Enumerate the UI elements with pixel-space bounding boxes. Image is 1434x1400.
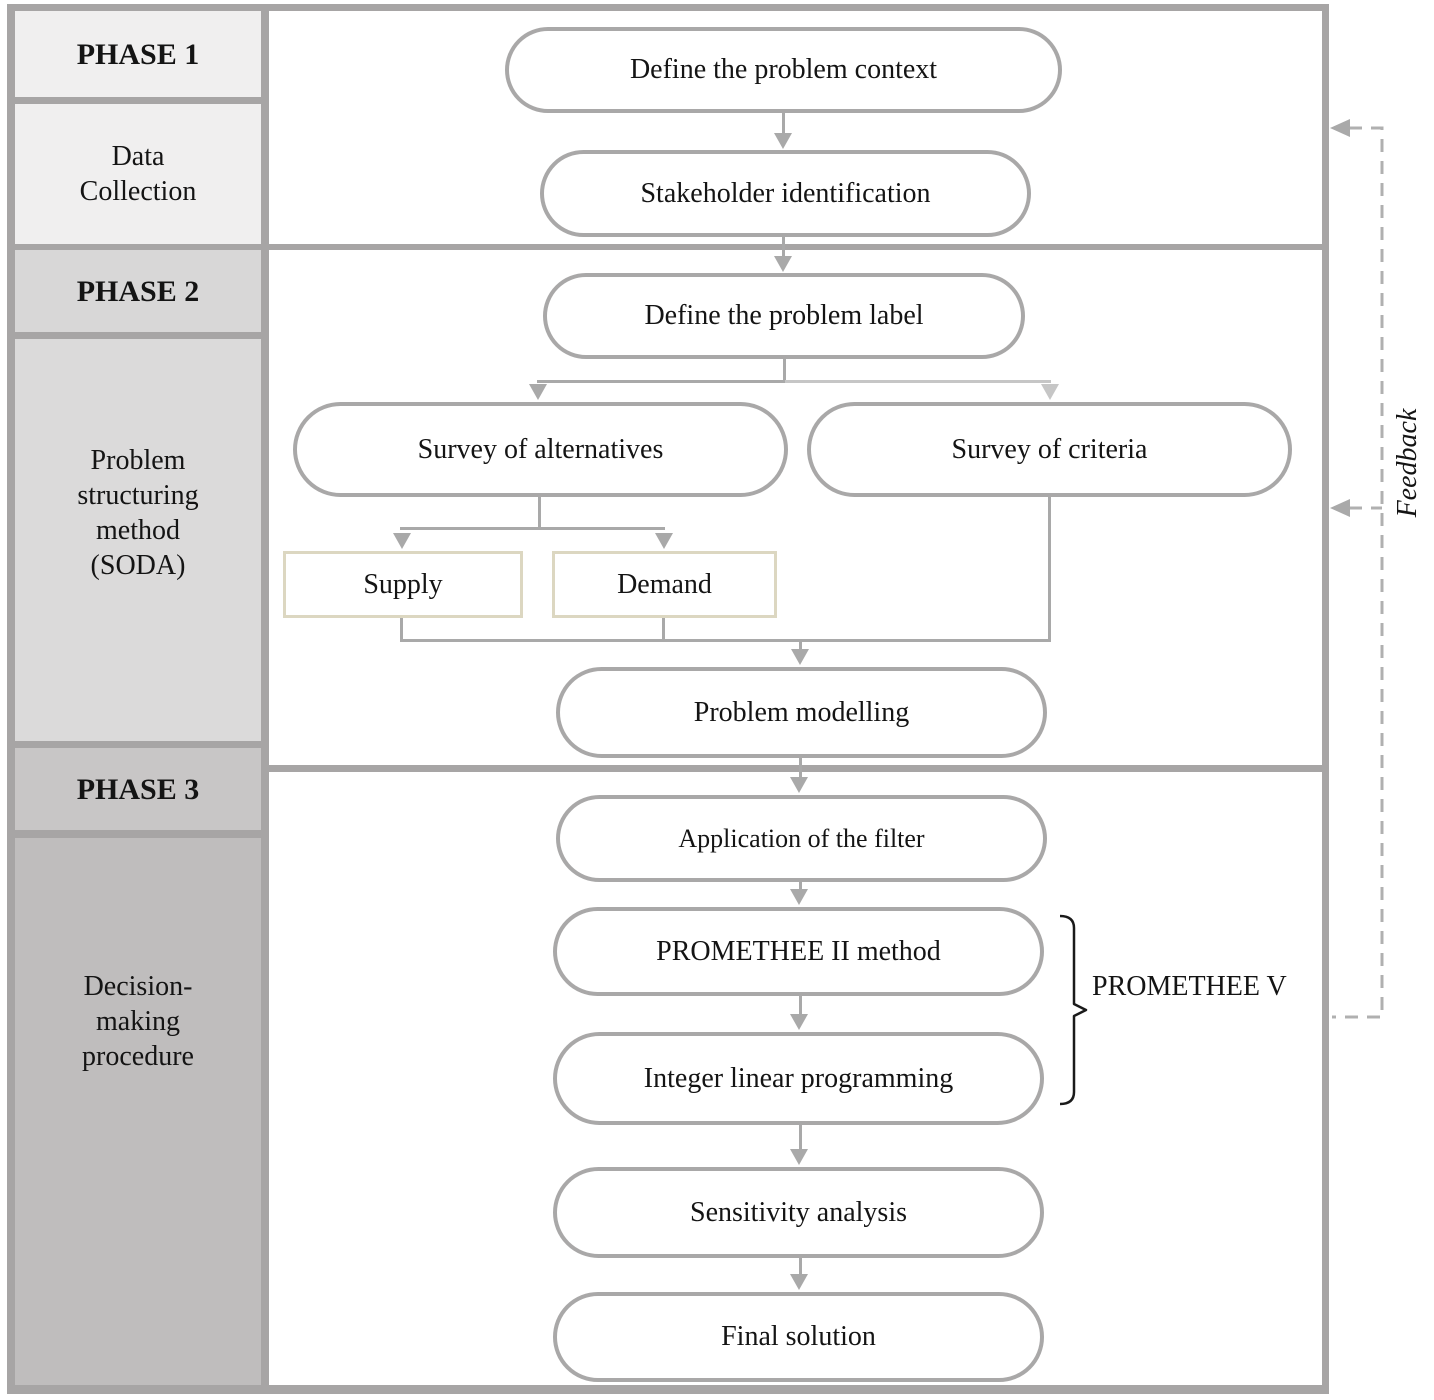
node-demand-label: Demand (617, 568, 712, 600)
node-stakeholder-label: Stakeholder identification (640, 177, 931, 209)
node-survey-alternatives-label: Survey of alternatives (417, 433, 664, 465)
phase1-phase2-divider (7, 244, 1322, 250)
node-stakeholder: Stakeholder identification (540, 150, 1031, 237)
phase3-cell-divider (7, 830, 269, 838)
connector-filter-promethee (799, 882, 802, 894)
node-sensitivity-label: Sensitivity analysis (690, 1196, 907, 1228)
connector-ilp-sensitivity (799, 1125, 802, 1151)
node-promethee2: PROMETHEE II method (553, 907, 1044, 996)
split-line-supply-demand (400, 527, 665, 530)
arrowhead-down-icon (393, 533, 411, 549)
node-define-label: Define the problem label (543, 273, 1025, 359)
phase1-cell-divider (7, 97, 269, 104)
promethee-v-brace-icon (1059, 914, 1088, 1106)
phase2-phase3-divider-left (7, 741, 269, 748)
split-line-right (785, 380, 1051, 383)
feedback-arrow-left-icon (1330, 499, 1350, 517)
soda-cell: Problem structuring method (SODA) (15, 339, 261, 741)
brace-path (1059, 914, 1088, 1106)
connector-criteria-down (1048, 497, 1051, 642)
connector-stakeholder-label (782, 237, 785, 257)
promethee-v-label: PROMETHEE V (1092, 971, 1287, 1002)
node-application-filter: Application of the filter (556, 795, 1047, 882)
node-survey-alternatives: Survey of alternatives (293, 402, 788, 497)
phase2-cell-divider (7, 332, 269, 339)
connector-label-stub (783, 358, 786, 382)
arrowhead-down-icon (774, 133, 792, 149)
data-collection-cell: Data Collection (15, 104, 261, 244)
arrowhead-down-icon (790, 889, 808, 905)
figure-right-border (1322, 4, 1329, 1394)
arrowhead-down-icon (1041, 384, 1059, 400)
phase1-header-cell: PHASE 1 (15, 11, 261, 97)
node-integer-lp: Integer linear programming (553, 1032, 1044, 1125)
figure-left-border (7, 4, 15, 1394)
feedback-arrow-left-icon (1330, 119, 1350, 137)
decision-making-cell: Decision- making procedure (15, 838, 261, 1385)
node-supply-label: Supply (363, 568, 443, 600)
arrowhead-down-icon (529, 384, 547, 400)
phase2-header-cell: PHASE 2 (15, 250, 261, 332)
node-survey-criteria: Survey of criteria (807, 402, 1292, 497)
connector-alternatives-stub (538, 497, 541, 529)
connector-sensitivity-final (799, 1258, 802, 1276)
arrowhead-down-icon (774, 256, 792, 272)
node-problem-modelling-label: Problem modelling (693, 696, 910, 728)
soda-label: Problem structuring method (SODA) (77, 444, 199, 581)
phase2-header-label: PHASE 2 (76, 274, 200, 308)
connector-merge-stub (799, 639, 802, 651)
split-line-left (537, 380, 785, 383)
node-sensitivity: Sensitivity analysis (553, 1167, 1044, 1258)
node-define-context-label: Define the problem context (629, 54, 938, 85)
feedback-loop (1330, 119, 1384, 1019)
figure-top-border (7, 4, 1329, 11)
arrowhead-down-icon (655, 533, 673, 549)
phase1-header-label: PHASE 1 (76, 37, 200, 71)
data-collection-label: Data Collection (79, 141, 197, 207)
merge-line (400, 639, 1051, 642)
connector-modelling-filter (799, 758, 802, 780)
node-promethee2-label: PROMETHEE II method (656, 935, 941, 967)
connector-demand-down (662, 618, 665, 642)
connector-promethee-ilp (799, 996, 802, 1016)
phase3-header-cell: PHASE 3 (15, 748, 261, 830)
node-application-filter-label: Application of the filter (678, 823, 925, 853)
node-problem-modelling: Problem modelling (556, 667, 1047, 758)
node-final-solution: Final solution (553, 1292, 1044, 1382)
node-survey-criteria-label: Survey of criteria (951, 433, 1148, 465)
feedback-dashed-path (1332, 126, 1384, 1019)
arrowhead-down-icon (791, 649, 809, 665)
arrowhead-down-icon (790, 1274, 808, 1290)
phase3-header-label: PHASE 3 (76, 772, 200, 806)
connector-supply-down (400, 618, 403, 642)
arrowhead-down-icon (790, 777, 808, 793)
node-demand: Demand (552, 551, 777, 618)
feedback-label: Feedback (1392, 408, 1423, 518)
arrowhead-down-icon (790, 1014, 808, 1030)
arrowhead-down-icon (790, 1149, 808, 1165)
figure-bottom-border (7, 1385, 1329, 1394)
node-define-label-label: Define the problem label (644, 300, 924, 331)
node-final-solution-label: Final solution (721, 1321, 876, 1352)
node-supply: Supply (283, 551, 523, 618)
node-integer-lp-label: Integer linear programming (643, 1062, 954, 1094)
decision-making-label: Decision- making procedure (82, 971, 194, 1072)
left-column-divider (261, 4, 269, 1394)
connector-context-stakeholder (782, 112, 785, 134)
phase2-phase3-divider-main (261, 765, 1322, 772)
node-define-context: Define the problem context (505, 27, 1062, 113)
